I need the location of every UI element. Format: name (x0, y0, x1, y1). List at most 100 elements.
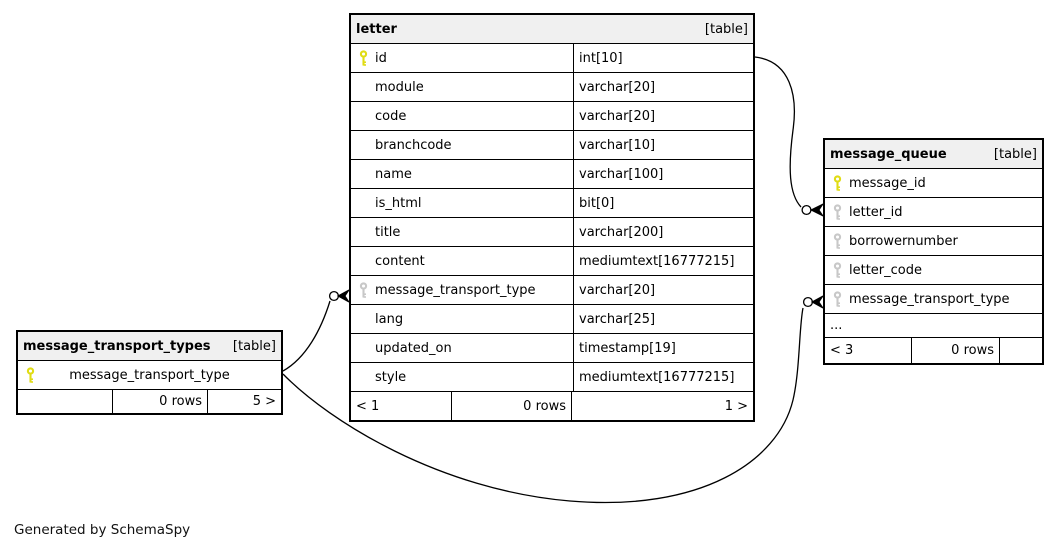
column-name: updated_on (375, 340, 452, 356)
foreign-key-icon (833, 261, 841, 278)
column-name: letter_code (849, 262, 922, 278)
column-name-cell: message_transport_type (18, 361, 281, 389)
column-name-cell: id (351, 44, 574, 72)
cardinality-circle (801, 204, 812, 216)
row-count: 0 rows (912, 338, 1000, 363)
column-row: message_transport_type (18, 361, 281, 390)
column-row: style mediumtext[16777215] (351, 363, 753, 392)
table-header: message_transport_types [table] (18, 332, 281, 361)
foreign-key-icon (359, 281, 367, 298)
column-name: borrowernumber (849, 233, 958, 249)
column-name-cell: title (351, 218, 574, 246)
column-type-cell: varchar[10] (574, 131, 753, 159)
primary-key-icon (359, 49, 367, 66)
related-parents: < 1 (351, 392, 452, 420)
column-name-cell: ... (825, 314, 1042, 337)
column-row: letter_code (825, 256, 1042, 285)
column-name-cell: letter_code (825, 256, 1042, 284)
column-type: varchar[20] (579, 79, 656, 95)
column-name: style (375, 369, 407, 385)
column-row: content mediumtext[16777215] (351, 247, 753, 276)
column-row: message_id (825, 169, 1042, 198)
table-header: message_queue [table] (825, 140, 1042, 169)
column-type: varchar[100] (579, 166, 664, 182)
column-name: lang (375, 311, 404, 327)
column-name: content (375, 253, 425, 269)
column-name: module (375, 79, 424, 95)
column-name-cell: content (351, 247, 574, 275)
column-row: module varchar[20] (351, 73, 753, 102)
related-children: 1 > (724, 398, 748, 414)
key-icon-cell (825, 232, 849, 250)
foreign-key-icon (833, 203, 841, 220)
primary-key-icon (833, 174, 841, 191)
column-type-cell: varchar[20] (574, 102, 753, 130)
column-name-cell: letter_id (825, 198, 1042, 226)
column-row: message_transport_type (825, 285, 1042, 314)
key-icon-cell (351, 281, 375, 299)
column-name-cell: updated_on (351, 334, 574, 362)
column-type-cell: varchar[20] (574, 73, 753, 101)
key-icon-cell (825, 261, 849, 279)
crowsfoot-arrow (810, 295, 824, 309)
table-node-message_transport_types[interactable]: message_transport_types [table]message_tr… (16, 330, 283, 415)
column-type-cell: varchar[100] (574, 160, 753, 188)
table-type-badge: [table] (232, 338, 276, 354)
key-icon-cell (825, 203, 849, 221)
column-row: lang varchar[25] (351, 305, 753, 334)
column-type: varchar[20] (579, 108, 656, 124)
table-type-badge: [table] (993, 146, 1037, 162)
column-type-cell: int[10] (574, 44, 753, 72)
key-icon-cell (18, 366, 42, 384)
column-name-cell: name (351, 160, 574, 188)
column-name-cell: style (351, 363, 574, 391)
column-type-cell: timestamp[19] (574, 334, 753, 362)
foreign-key-icon (833, 232, 841, 249)
column-row: name varchar[100] (351, 160, 753, 189)
row-count: 0 rows (452, 392, 572, 420)
table-title[interactable]: letter (356, 21, 397, 37)
table-title[interactable]: message_transport_types (23, 338, 211, 354)
column-name-cell: lang (351, 305, 574, 333)
column-type: mediumtext[16777215] (579, 253, 735, 269)
key-icon-cell (351, 49, 375, 67)
column-name: code (375, 108, 407, 124)
relationship-line (754, 56, 802, 208)
column-name: message_transport_type (69, 367, 230, 383)
related-children (1000, 338, 1042, 363)
related-parents: < 3 (825, 338, 912, 363)
generated-by-note: Generated by SchemaSpy (14, 522, 191, 538)
table-title[interactable]: message_queue (830, 146, 947, 162)
relationship-line (282, 300, 331, 372)
column-row: updated_on timestamp[19] (351, 334, 753, 363)
key-icon-cell (825, 290, 849, 308)
row-count: 0 rows (113, 390, 208, 413)
column-name-cell: code (351, 102, 574, 130)
primary-key-icon (26, 366, 34, 383)
crowsfoot-arrow (336, 289, 350, 303)
column-name-cell: borrowernumber (825, 227, 1042, 255)
column-name: title (375, 224, 401, 240)
column-type-cell: mediumtext[16777215] (574, 363, 753, 391)
column-name-cell: message_transport_type (351, 276, 574, 304)
related-parents (18, 390, 113, 413)
column-type: varchar[10] (579, 137, 656, 153)
column-type: varchar[20] (579, 282, 656, 298)
column-type: varchar[25] (579, 311, 656, 327)
column-name-cell: branchcode (351, 131, 574, 159)
table-type-badge: [table] (704, 21, 748, 37)
crowsfoot-arrow (809, 202, 825, 218)
column-name: letter_id (849, 204, 903, 220)
column-type: bit[0] (579, 195, 615, 211)
column-row: borrowernumber (825, 227, 1042, 256)
column-name: ... (830, 318, 843, 333)
column-row: code varchar[20] (351, 102, 753, 131)
column-type: mediumtext[16777215] (579, 369, 735, 385)
